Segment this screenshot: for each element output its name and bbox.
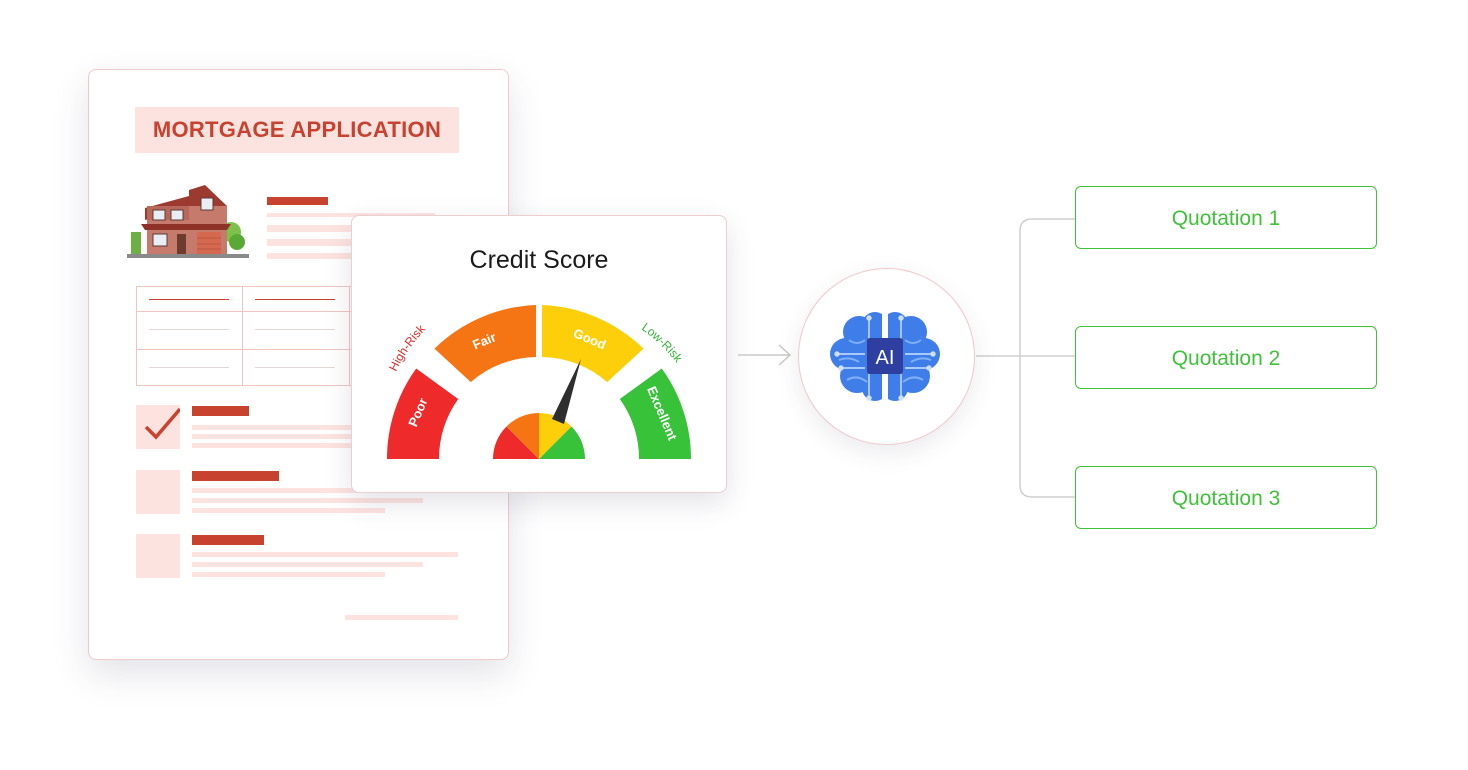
document-title: MORTGAGE APPLICATION [135, 107, 459, 153]
checkmark-icon [144, 407, 180, 440]
inner-gauge-green [539, 426, 585, 459]
inner-gauge-red [493, 426, 539, 459]
text-line [192, 488, 458, 493]
ai-chip-label: AI [876, 347, 895, 369]
text-line [192, 425, 352, 430]
checkbox-empty [136, 534, 180, 578]
text-line [192, 508, 385, 513]
quotation-2-box: Quotation 2 [1075, 326, 1377, 389]
checkbox-empty [136, 470, 180, 514]
gauge-segment-fair [434, 305, 536, 383]
gauge-segment-good [542, 305, 644, 383]
text-line [192, 572, 385, 577]
signature-line [345, 615, 458, 620]
quotation-3-box: Quotation 3 [1075, 466, 1377, 529]
text-line [267, 213, 435, 217]
credit-score-card: Credit Score Poor Fair Good Excellent Hi… [351, 215, 727, 493]
text-line [192, 552, 458, 557]
inner-gauge-yellow [539, 413, 572, 459]
quotation-1-box: Quotation 1 [1075, 186, 1377, 249]
text-line [192, 498, 423, 503]
gauge-segment-excellent [619, 368, 692, 459]
inner-gauge-orange [506, 413, 539, 459]
text-line [192, 443, 352, 448]
text-line [192, 434, 352, 439]
gauge-needle [552, 359, 581, 424]
heading-line [192, 406, 249, 416]
gauge-segment-poor [386, 368, 459, 459]
checkbox-checked [136, 405, 180, 449]
text-line [192, 562, 423, 567]
house-icon [127, 185, 249, 258]
heading-line [267, 197, 328, 205]
credit-score-title: Credit Score [469, 246, 609, 274]
heading-line [192, 471, 279, 481]
brain-circuit-icon: AI [830, 312, 940, 403]
credit-score-gauge: Poor Fair Good Excellent High-Risk Low-R… [386, 305, 692, 459]
heading-line [192, 535, 264, 545]
